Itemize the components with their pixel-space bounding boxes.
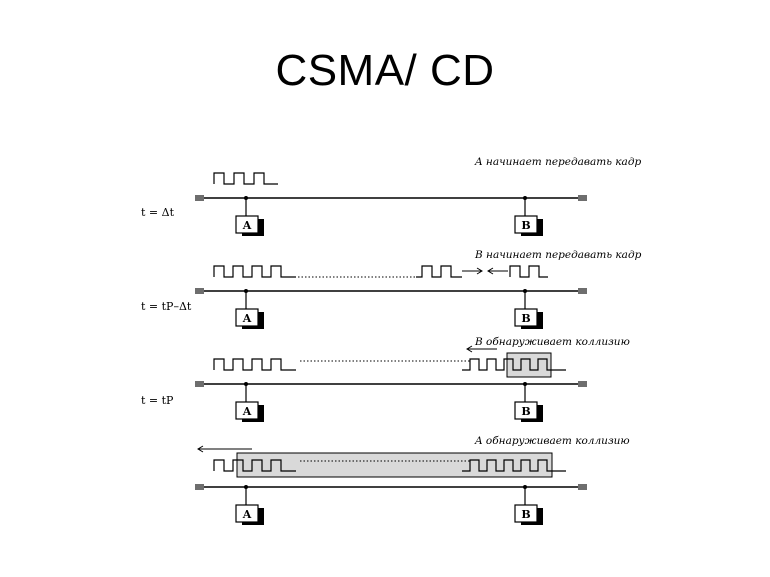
signal-a <box>213 358 296 371</box>
station-b-label: B <box>521 405 530 418</box>
time-label: t = Δt <box>141 206 175 219</box>
signal-b <box>509 265 548 278</box>
signal-a-front <box>416 265 462 278</box>
signal-a <box>213 459 296 472</box>
station-box <box>235 215 259 234</box>
panel-3: B обнаруживает коллизию t = tP–ΔtA B <box>141 300 630 422</box>
panel-4: A обнаруживает коллизию t = tP A B <box>141 394 630 525</box>
station-box <box>514 401 538 420</box>
station-box <box>514 215 538 234</box>
terminator-right <box>578 484 587 490</box>
station-box <box>235 504 259 523</box>
time-label: t = tP–Δt <box>141 300 192 313</box>
station-box <box>235 308 259 327</box>
panel-2: B начинает передавать кадр t = Δt A B <box>141 206 642 329</box>
station-a-label: A <box>242 508 252 521</box>
terminator-left <box>195 484 204 490</box>
station-b-label: B <box>521 312 530 325</box>
arrow-left <box>466 345 497 353</box>
time-label: t = tP <box>141 394 174 407</box>
signal-a <box>213 172 278 185</box>
terminator-left <box>195 195 204 201</box>
arrow-right <box>462 267 483 275</box>
terminator-left <box>195 288 204 294</box>
arrow-left <box>197 445 252 453</box>
station-b-label: B <box>521 219 530 232</box>
station-box <box>235 401 259 420</box>
panel-caption: A обнаруживает коллизию <box>474 435 630 447</box>
collision-region <box>236 452 553 478</box>
station-box <box>514 504 538 523</box>
signal-a <box>213 265 296 278</box>
panel-caption: B начинает передавать кадр <box>474 249 642 261</box>
station-b-label: B <box>521 508 530 521</box>
slide-title: CSMA/ CD <box>275 46 495 95</box>
terminator-right <box>578 381 587 387</box>
panel-caption: A начинает передавать кадр <box>474 156 641 168</box>
collision-region <box>506 352 552 378</box>
station-a-label: A <box>242 219 252 232</box>
panel-caption: B обнаруживает коллизию <box>474 336 630 348</box>
station-a-label: A <box>242 312 252 325</box>
arrow-left <box>487 267 508 275</box>
terminator-left <box>195 381 204 387</box>
station-a-label: A <box>242 405 252 418</box>
signal-collision <box>462 358 566 371</box>
terminator-right <box>578 288 587 294</box>
signal-collision <box>462 459 566 472</box>
terminator-right <box>578 195 587 201</box>
station-box <box>514 308 538 327</box>
